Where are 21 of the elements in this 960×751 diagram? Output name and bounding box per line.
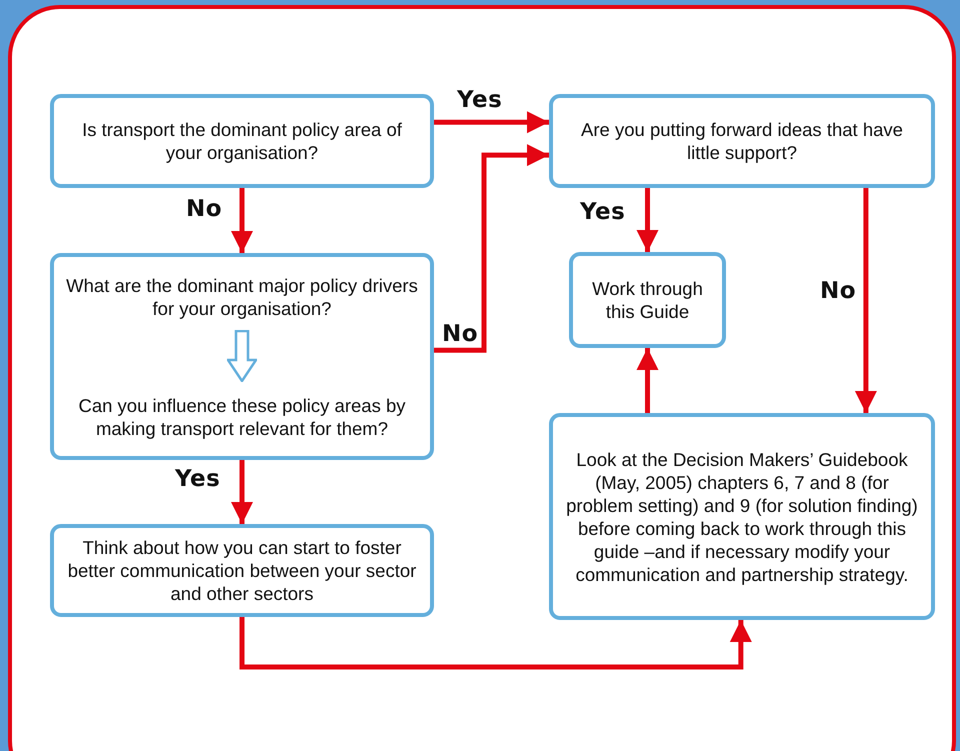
- box-text: Can you influence these policy areas by making transport relevant for them?: [77, 394, 407, 440]
- arrow: [434, 111, 549, 134]
- arrow: [231, 460, 253, 524]
- process-box: [549, 413, 935, 620]
- arrow: [240, 617, 752, 670]
- arrow: [231, 188, 253, 253]
- process-box: [50, 253, 434, 460]
- process-box: [50, 524, 434, 617]
- arrow: [636, 348, 658, 413]
- box-text: Look at the Decision Makers’ Guidebook (May, 2005) chapters 6, 7 and 8 (for problem setting) and 9 (for solution finding) before coming back to work through this guide –and if necessary modify your communication and partnership strategy.: [565, 448, 919, 586]
- box-text: What are the dominant major policy drivers for your organisation?: [65, 274, 419, 320]
- process-box: [549, 94, 935, 188]
- box-text: Are you putting forward ideas that have little support?: [580, 118, 904, 164]
- arrow: [854, 188, 877, 413]
- process-box: [569, 252, 726, 348]
- arrow: [434, 144, 549, 353]
- process-box: [50, 94, 434, 188]
- box-text: Think about how you can start to foster better communication between your sector and other sectors: [66, 536, 418, 605]
- arrow: [636, 188, 658, 252]
- box-text: Work through this Guide: [591, 277, 704, 323]
- box-text: Is transport the dominant policy area of your organisation?: [81, 118, 403, 164]
